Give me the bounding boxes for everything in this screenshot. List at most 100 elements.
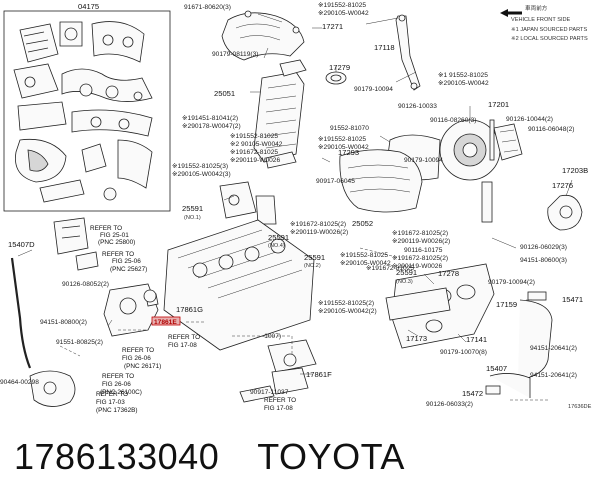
label-90126-06033[interactable]: 90126-06033(2) bbox=[426, 401, 473, 408]
label-91671-80620[interactable]: 91671-80620(3) bbox=[184, 4, 231, 11]
label-90119-a[interactable]: ※290119-W0026 bbox=[230, 157, 280, 164]
label-25052[interactable]: 25052 bbox=[352, 219, 373, 228]
label-15472[interactable]: 15472 bbox=[462, 389, 483, 398]
label-90105-f[interactable]: ※290105-W0042 bbox=[340, 260, 391, 267]
label-91672-a[interactable]: ※191672-81025 bbox=[230, 149, 278, 156]
label-90126-10033[interactable]: 90126-10033 bbox=[398, 103, 437, 110]
label-90116-08260[interactable]: 90116-08260(3) bbox=[430, 117, 476, 124]
label-91552-f[interactable]: ※191552-81025(3) bbox=[172, 163, 228, 170]
label-90105-c[interactable]: ※290105-W0042 bbox=[318, 144, 369, 151]
label-25591-no4[interactable]: 25591 bbox=[268, 233, 289, 242]
label-90116-06048[interactable]: 90116-06048(2) bbox=[528, 126, 574, 133]
label-25591-no3[interactable]: 25591 bbox=[396, 268, 417, 277]
label-90126-06029[interactable]: 90126-06029(3) bbox=[520, 244, 567, 251]
label-15407D[interactable]: 15407D bbox=[8, 240, 35, 249]
label-90119-c[interactable]: ※290119-W0026(2) bbox=[392, 238, 450, 245]
label-25591-no2-sub[interactable]: (NO.2) bbox=[304, 263, 321, 269]
ref4-line2[interactable]: FIG 26-06 bbox=[122, 355, 151, 362]
ref2-line2[interactable]: FIG 25-06 bbox=[112, 258, 141, 265]
label-90179-08119[interactable]: 90179-08119(3) bbox=[212, 51, 258, 58]
label-91552-h[interactable]: ※191552-81025(2) bbox=[318, 300, 374, 307]
label-17118[interactable]: 17118 bbox=[374, 43, 395, 52]
label-17279[interactable]: 17279 bbox=[329, 63, 350, 72]
label-25591-no1-sub[interactable]: (NO.1) bbox=[184, 215, 201, 221]
ref5-line3[interactable]: (PNC 26100C) bbox=[100, 389, 142, 396]
ref5-line2[interactable]: FIG 26-06 bbox=[102, 381, 131, 388]
label-91552-e[interactable]: ※191552-81025 bbox=[230, 133, 278, 140]
label-17276[interactable]: 17276 bbox=[552, 181, 573, 190]
ref2-line3[interactable]: (PNC 25627) bbox=[110, 266, 147, 273]
label-17159[interactable]: 17159 bbox=[496, 300, 517, 309]
ref4-line1[interactable]: REFER TO bbox=[122, 347, 154, 354]
label-17278[interactable]: 17278 bbox=[438, 269, 459, 278]
label-90105-a[interactable]: ※290105-W0042 bbox=[318, 10, 369, 17]
label-90119-d[interactable]: ※290119-W0026 bbox=[392, 263, 442, 270]
label-17271[interactable]: 17271 bbox=[322, 22, 343, 31]
label-25051[interactable]: 25051 bbox=[214, 89, 235, 98]
ref1-line2[interactable]: FIG 25-01 bbox=[100, 232, 129, 239]
label-17861F[interactable]: 17861F bbox=[306, 370, 332, 379]
label-17201[interactable]: 17201 bbox=[488, 100, 509, 109]
label-25591-no4-sub[interactable]: (NO.4) bbox=[268, 243, 285, 249]
label-90126-08052[interactable]: 90126-08052(2) bbox=[62, 281, 109, 288]
label-90179-10094-a[interactable]: 90179-10094 bbox=[354, 86, 393, 93]
label-04175[interactable]: 04175 bbox=[78, 2, 99, 11]
label-15407[interactable]: 15407 bbox=[486, 364, 507, 373]
label-94151-80800[interactable]: 94151-80800(2) bbox=[40, 319, 87, 326]
label-91672-b[interactable]: ※191672-81025(2) bbox=[290, 221, 346, 228]
label-25591-no2[interactable]: 25591 bbox=[304, 253, 325, 262]
label-91551-80825[interactable]: 91551-80825(2) bbox=[56, 339, 103, 346]
ref4-line3[interactable]: (PNC 26171) bbox=[124, 363, 161, 370]
label-90105-d[interactable]: ※2 90105-W0042 bbox=[230, 141, 283, 148]
ref6-line1[interactable]: REFER TO bbox=[96, 391, 128, 398]
label-90105-b[interactable]: ※290105-W0042 bbox=[438, 80, 489, 87]
label-1007[interactable]: -1007) bbox=[262, 333, 281, 340]
label-91672-e[interactable]: ※191672-81025 bbox=[366, 265, 414, 272]
label-91552-b[interactable]: ※1 91552-81025 bbox=[438, 72, 488, 79]
ref3-line2[interactable]: FIG 17-08 bbox=[168, 342, 197, 349]
label-17293[interactable]: 17293 bbox=[338, 148, 359, 157]
label-90917-06045[interactable]: 90917-06045 bbox=[316, 178, 355, 185]
label-90464-00298[interactable]: 90464-00298 bbox=[0, 379, 39, 386]
label-90119-b[interactable]: ※290119-W0026(2) bbox=[290, 229, 348, 236]
ref2-line1[interactable]: REFER TO bbox=[102, 251, 134, 258]
label-25591-no1[interactable]: 25591 bbox=[182, 204, 203, 213]
label-94151-80600[interactable]: 94151-80600(3) bbox=[520, 257, 567, 264]
label-90116-10175[interactable]: 90116-10175 bbox=[404, 247, 443, 254]
label-17861E[interactable]: 17861E bbox=[154, 319, 177, 326]
label-90179-10094-b[interactable]: 90179-10094 bbox=[404, 157, 443, 164]
label-90105-e[interactable]: ※290105-W0042(3) bbox=[172, 171, 231, 178]
label-90179-10070[interactable]: 90179-10070(8) bbox=[440, 349, 487, 356]
label-15471[interactable]: 15471 bbox=[562, 295, 583, 304]
ref5-line1[interactable]: REFER TO bbox=[102, 373, 134, 380]
label-91672-d[interactable]: ※191672-81025(2) bbox=[392, 255, 448, 262]
ref3-line1[interactable]: REFER TO bbox=[168, 334, 200, 341]
ref7-line1[interactable]: REFER TO bbox=[264, 397, 296, 404]
label-94151-20641-a[interactable]: 94151-20641(2) bbox=[530, 345, 577, 352]
label-91552-g[interactable]: ※191552-81025 bbox=[340, 252, 388, 259]
label-90178-w0047[interactable]: ※290178-W0047(2) bbox=[182, 123, 241, 130]
highlight-box[interactable] bbox=[151, 316, 181, 326]
label-17203B[interactable]: 17203B bbox=[562, 166, 588, 175]
label-25591-no3-sub[interactable]: (NO.3) bbox=[396, 279, 413, 285]
label-90917-11037[interactable]: 90917-11037 bbox=[250, 389, 289, 396]
label-90105-g[interactable]: ※290105-W0042(2) bbox=[318, 308, 377, 315]
label-17173[interactable]: 17173 bbox=[406, 334, 427, 343]
manifold-heat-insulator bbox=[339, 149, 423, 213]
ref6-line3[interactable]: (PNC 17362B) bbox=[96, 407, 138, 414]
label-17141[interactable]: 17141 bbox=[466, 335, 487, 344]
ref1-line1[interactable]: REFER TO bbox=[90, 225, 122, 232]
label-91672-c[interactable]: ※191672-81025(2) bbox=[392, 230, 448, 237]
label-17861G[interactable]: 17861G bbox=[176, 305, 203, 314]
ref7-line2[interactable]: FIG 17-08 bbox=[264, 405, 293, 412]
label-91552-a[interactable]: ※191552-81025 bbox=[318, 2, 366, 9]
label-91451-81041[interactable]: ※191451-81041(2) bbox=[182, 115, 238, 122]
label-91552-d[interactable]: ※191552-81025 bbox=[318, 136, 366, 143]
label-91552-81070[interactable]: 91552-81070 bbox=[330, 125, 369, 132]
ref6-line2[interactable]: FIG 17-03 bbox=[96, 399, 125, 406]
label-90126-10044[interactable]: 90126-10044(2) bbox=[506, 116, 553, 123]
label-90179-10094-c[interactable]: 90179-10094(2) bbox=[488, 279, 535, 286]
ref1-line3[interactable]: (PNC 25800) bbox=[98, 239, 135, 246]
label-94151-20641-b[interactable]: 94151-20641(2) bbox=[530, 372, 577, 379]
highlighted-part-17861E[interactable] bbox=[151, 316, 181, 326]
